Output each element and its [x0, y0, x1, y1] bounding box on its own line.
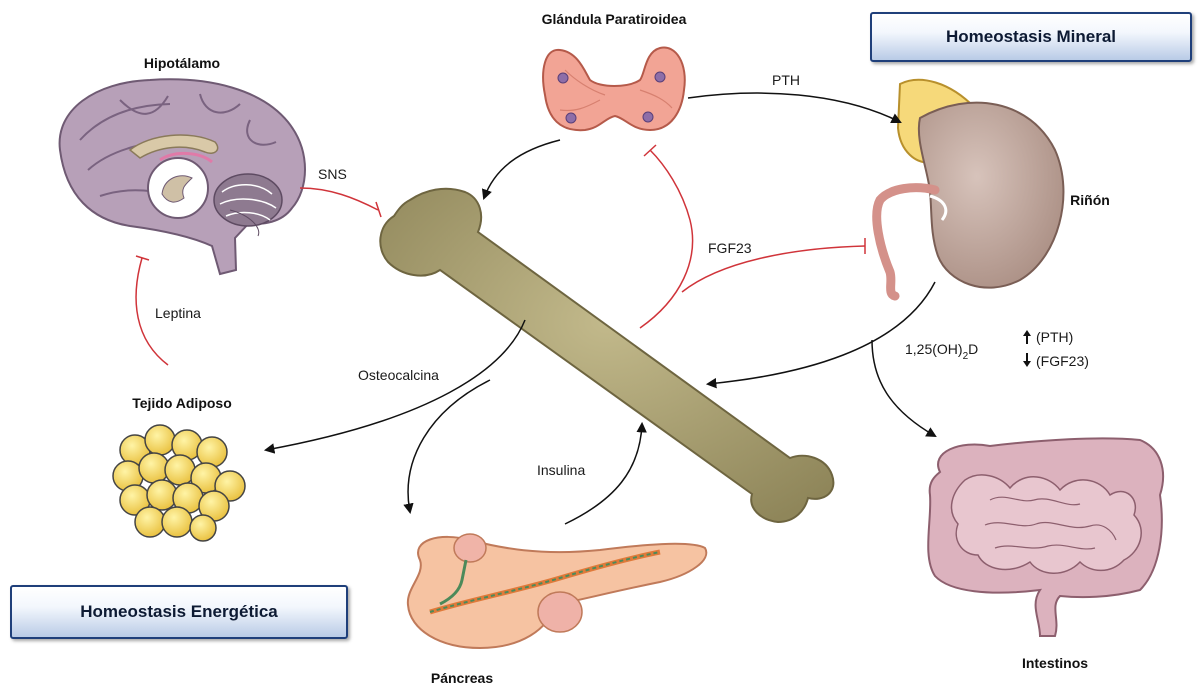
insulin-label: Insulina	[537, 462, 585, 478]
bone-illustration	[380, 189, 833, 522]
fgf23-down-label: (FGF23)	[1036, 353, 1089, 369]
hypothalamus-label: Hipotálamo	[144, 55, 220, 71]
energy-homeostasis-title: Homeostasis Energética	[80, 602, 277, 622]
parathyroid-to-bone-arrow	[484, 140, 560, 198]
kidney-illustration	[877, 80, 1064, 296]
adipose-label: Tejido Adiposo	[132, 395, 232, 411]
leptin-inhibition-bar	[136, 256, 149, 260]
bone-to-pancreas-arrow	[408, 380, 490, 512]
adipose-illustration	[113, 425, 245, 541]
intestines-label: Intestinos	[1022, 655, 1088, 671]
fgf23-parathyroid-inhibition	[640, 150, 693, 328]
pancreas-label: Páncreas	[431, 670, 493, 686]
mineral-homeostasis-title: Homeostasis Mineral	[946, 27, 1116, 47]
bone-to-adipose-arrow	[266, 320, 525, 450]
fgf23-down-arrow-icon	[1023, 353, 1031, 367]
brain-illustration	[60, 79, 305, 274]
vitamin-d-prefix: 1,25(OH)	[905, 341, 963, 357]
parathyroid-illustration	[543, 47, 685, 130]
pth-up-label: (PTH)	[1036, 329, 1073, 345]
fgf23-label: FGF23	[708, 240, 752, 256]
parathyroid-label: Glándula Paratiroidea	[542, 11, 687, 27]
pth-arrow	[688, 93, 900, 122]
pth-up-arrow-icon	[1023, 330, 1031, 344]
kidney-label: Riñón	[1070, 192, 1110, 208]
pth-label: PTH	[772, 72, 800, 88]
mineral-homeostasis-box: Homeostasis Mineral	[870, 12, 1192, 62]
vitamin-d-suffix: D	[968, 341, 978, 357]
osteocalcin-label: Osteocalcina	[358, 367, 439, 383]
vitamin-d-label: 1,25(OH)2D	[905, 341, 978, 362]
kidney-to-bone-arrow	[708, 282, 935, 384]
leptin-label: Leptina	[155, 305, 201, 321]
stimulation-arrows	[266, 93, 935, 524]
sns-label: SNS	[318, 166, 347, 182]
pancreas-illustration	[408, 534, 706, 648]
energy-homeostasis-box: Homeostasis Energética	[10, 585, 348, 639]
sns-inhibition	[300, 188, 378, 210]
intestines-illustration	[928, 438, 1163, 636]
